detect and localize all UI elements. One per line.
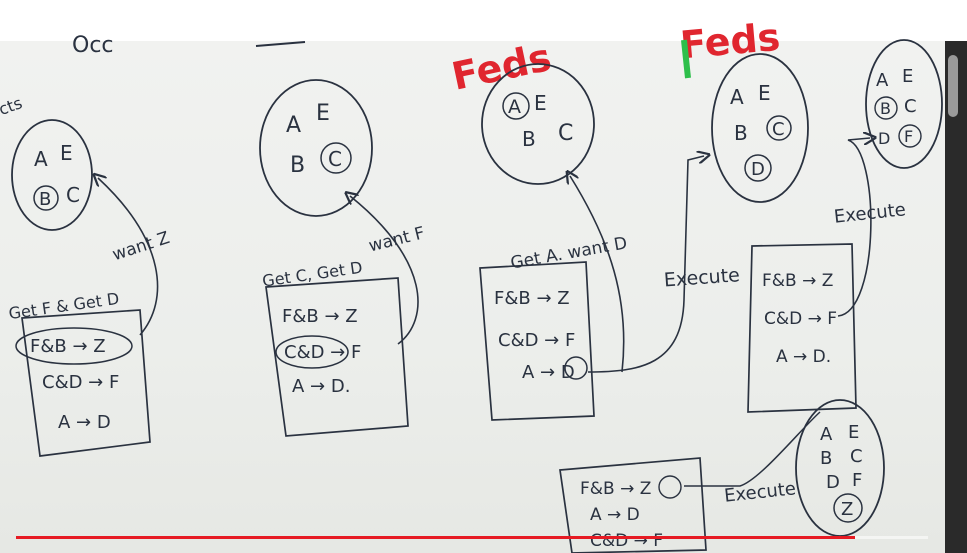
panel1-letter-b: B <box>39 189 51 210</box>
red-title-1: Feds <box>448 35 555 99</box>
panel2-arrow <box>350 196 419 345</box>
panel4-letter-e: E <box>758 81 771 105</box>
panel6-rule-2: A → D <box>590 505 640 525</box>
panel3-letter-e: E <box>534 91 547 115</box>
panel6-highlight-z <box>833 493 863 523</box>
panel2-arrow-label: want F <box>367 223 427 256</box>
panel1-highlight-circle <box>33 185 59 211</box>
panel4-highlight-d <box>744 154 772 182</box>
panel3-circle <box>481 63 595 185</box>
panel4-circle <box>711 53 809 203</box>
panel6-letter-d: D <box>826 472 840 493</box>
green-pen-mark <box>681 39 691 79</box>
panel5-highlight-f <box>898 124 922 148</box>
panel5-letter-d: D <box>878 129 890 148</box>
panel3-rule-1: F&B → Z <box>494 288 570 309</box>
panel6-rule-3: C&D → F <box>590 531 663 551</box>
panel2-rule-1: F&B → Z <box>282 306 358 327</box>
panel5-letter-b: B <box>880 99 891 118</box>
panel4-letter-b: B <box>734 121 748 145</box>
panel5-execute-label: Execute <box>833 199 907 227</box>
panel5-letter-c: C <box>904 96 917 117</box>
panel6-rule-1: F&B → Z <box>580 479 651 499</box>
panel3-highlight-circle <box>502 92 530 120</box>
panel2-highlight-circle <box>320 142 352 174</box>
top-scribble-line <box>255 41 306 47</box>
panel2-rule-2: C&D → F <box>284 342 361 363</box>
panel4-rule-2: C&D → F <box>764 309 837 329</box>
panel5-circle <box>865 39 943 169</box>
panel4-execute-label: Execute <box>663 264 740 291</box>
panel4-to-panel5-arrow <box>837 138 871 317</box>
panel3-rule-2: C&D → F <box>498 330 575 351</box>
panel2-circle <box>259 79 373 217</box>
video-progress-bar[interactable] <box>16 536 928 539</box>
red-title-2: Feds <box>678 15 781 68</box>
panel2-letter-b: B <box>290 153 305 178</box>
panel1-circle <box>11 119 93 231</box>
panel4-rule-3: A → D. <box>776 347 831 367</box>
panel3-letter-a: A <box>508 96 521 118</box>
panel6-box <box>559 457 707 553</box>
panel5-letter-e: E <box>902 66 913 87</box>
panel3-letter-b: B <box>522 127 536 151</box>
scrollbar-thumb[interactable] <box>948 55 958 117</box>
panel-1: A E B C want Z Get F & Get D F&B → Z C&D… <box>7 119 172 457</box>
panel-3: A E B C Get A. want D F&B → Z C&D → F A … <box>479 63 704 421</box>
panel3-rule-3: A → D <box>522 362 575 383</box>
panel2-letter-c: C <box>328 147 342 171</box>
panel4-letter-d: D <box>751 159 765 180</box>
panel6-circle <box>795 399 885 537</box>
top-margin <box>0 0 967 41</box>
panel2-rule-highlight <box>275 335 349 369</box>
panel1-arrow-label: want Z <box>110 228 172 265</box>
panel1-letter-c: C <box>66 183 80 207</box>
panel2-letter-e: E <box>316 101 330 126</box>
panel1-letter-a: A <box>34 147 48 171</box>
panel6-letter-f: F <box>852 470 862 491</box>
panel5-letter-f: F <box>904 127 913 146</box>
panel6-letter-e: E <box>848 422 859 443</box>
panel2-box <box>265 277 409 437</box>
panel3-arrow <box>570 176 625 373</box>
edge-text: cts <box>0 93 25 119</box>
panel6-execute-label: Execute <box>723 478 797 506</box>
panel3-arrow-label: Get A. want D <box>509 233 629 273</box>
panel4-rule-1: F&B → Z <box>762 271 833 291</box>
panel1-rule-2: C&D → F <box>42 372 119 393</box>
panel2-rule-3: A → D. <box>292 376 350 397</box>
panel6-arrow <box>684 411 821 487</box>
panel2-letter-a: A <box>286 113 301 138</box>
top-scribble-1: Occ <box>72 33 114 58</box>
panel4-highlight-c <box>766 115 792 141</box>
window-edge <box>945 41 967 553</box>
panel1-letter-e: E <box>60 141 73 165</box>
panel6-letter-z: Z <box>841 499 853 520</box>
panel4-letter-c: C <box>772 119 785 140</box>
panel1-arrow <box>98 178 159 336</box>
panel3-highlight-d <box>564 356 588 380</box>
panel4-box <box>747 243 857 413</box>
panel4-letter-a: A <box>730 85 744 109</box>
panel6-letter-c: C <box>850 446 863 467</box>
panel1-box <box>21 309 151 457</box>
video-progress-fill <box>16 536 856 539</box>
panel3-letter-c: C <box>558 121 573 146</box>
panel-4: A E B C D Execute F&B → Z C&D → F A → D.… <box>663 53 907 413</box>
panel1-rule-3: A → D <box>58 412 111 433</box>
panel-2: A E B C want F Get C, Get D F&B → Z C&D … <box>259 79 427 437</box>
panel1-rule-highlight <box>15 327 133 365</box>
panel3-box <box>479 261 595 421</box>
panel6-letter-b: B <box>820 448 832 469</box>
panel-6: A E B C D F Z F&B → Z A → D C&D → F Exec… <box>559 399 885 553</box>
panel6-letter-a: A <box>820 424 833 445</box>
panel5-letter-a: A <box>876 70 889 91</box>
panel6-highlight-rule-z <box>658 475 682 499</box>
panel5-highlight-b <box>874 96 898 120</box>
panel-5: A E B C D F <box>865 39 943 169</box>
panel3-to-panel4-arrow <box>587 156 704 373</box>
panel1-rule-1: F&B → Z <box>30 336 106 357</box>
